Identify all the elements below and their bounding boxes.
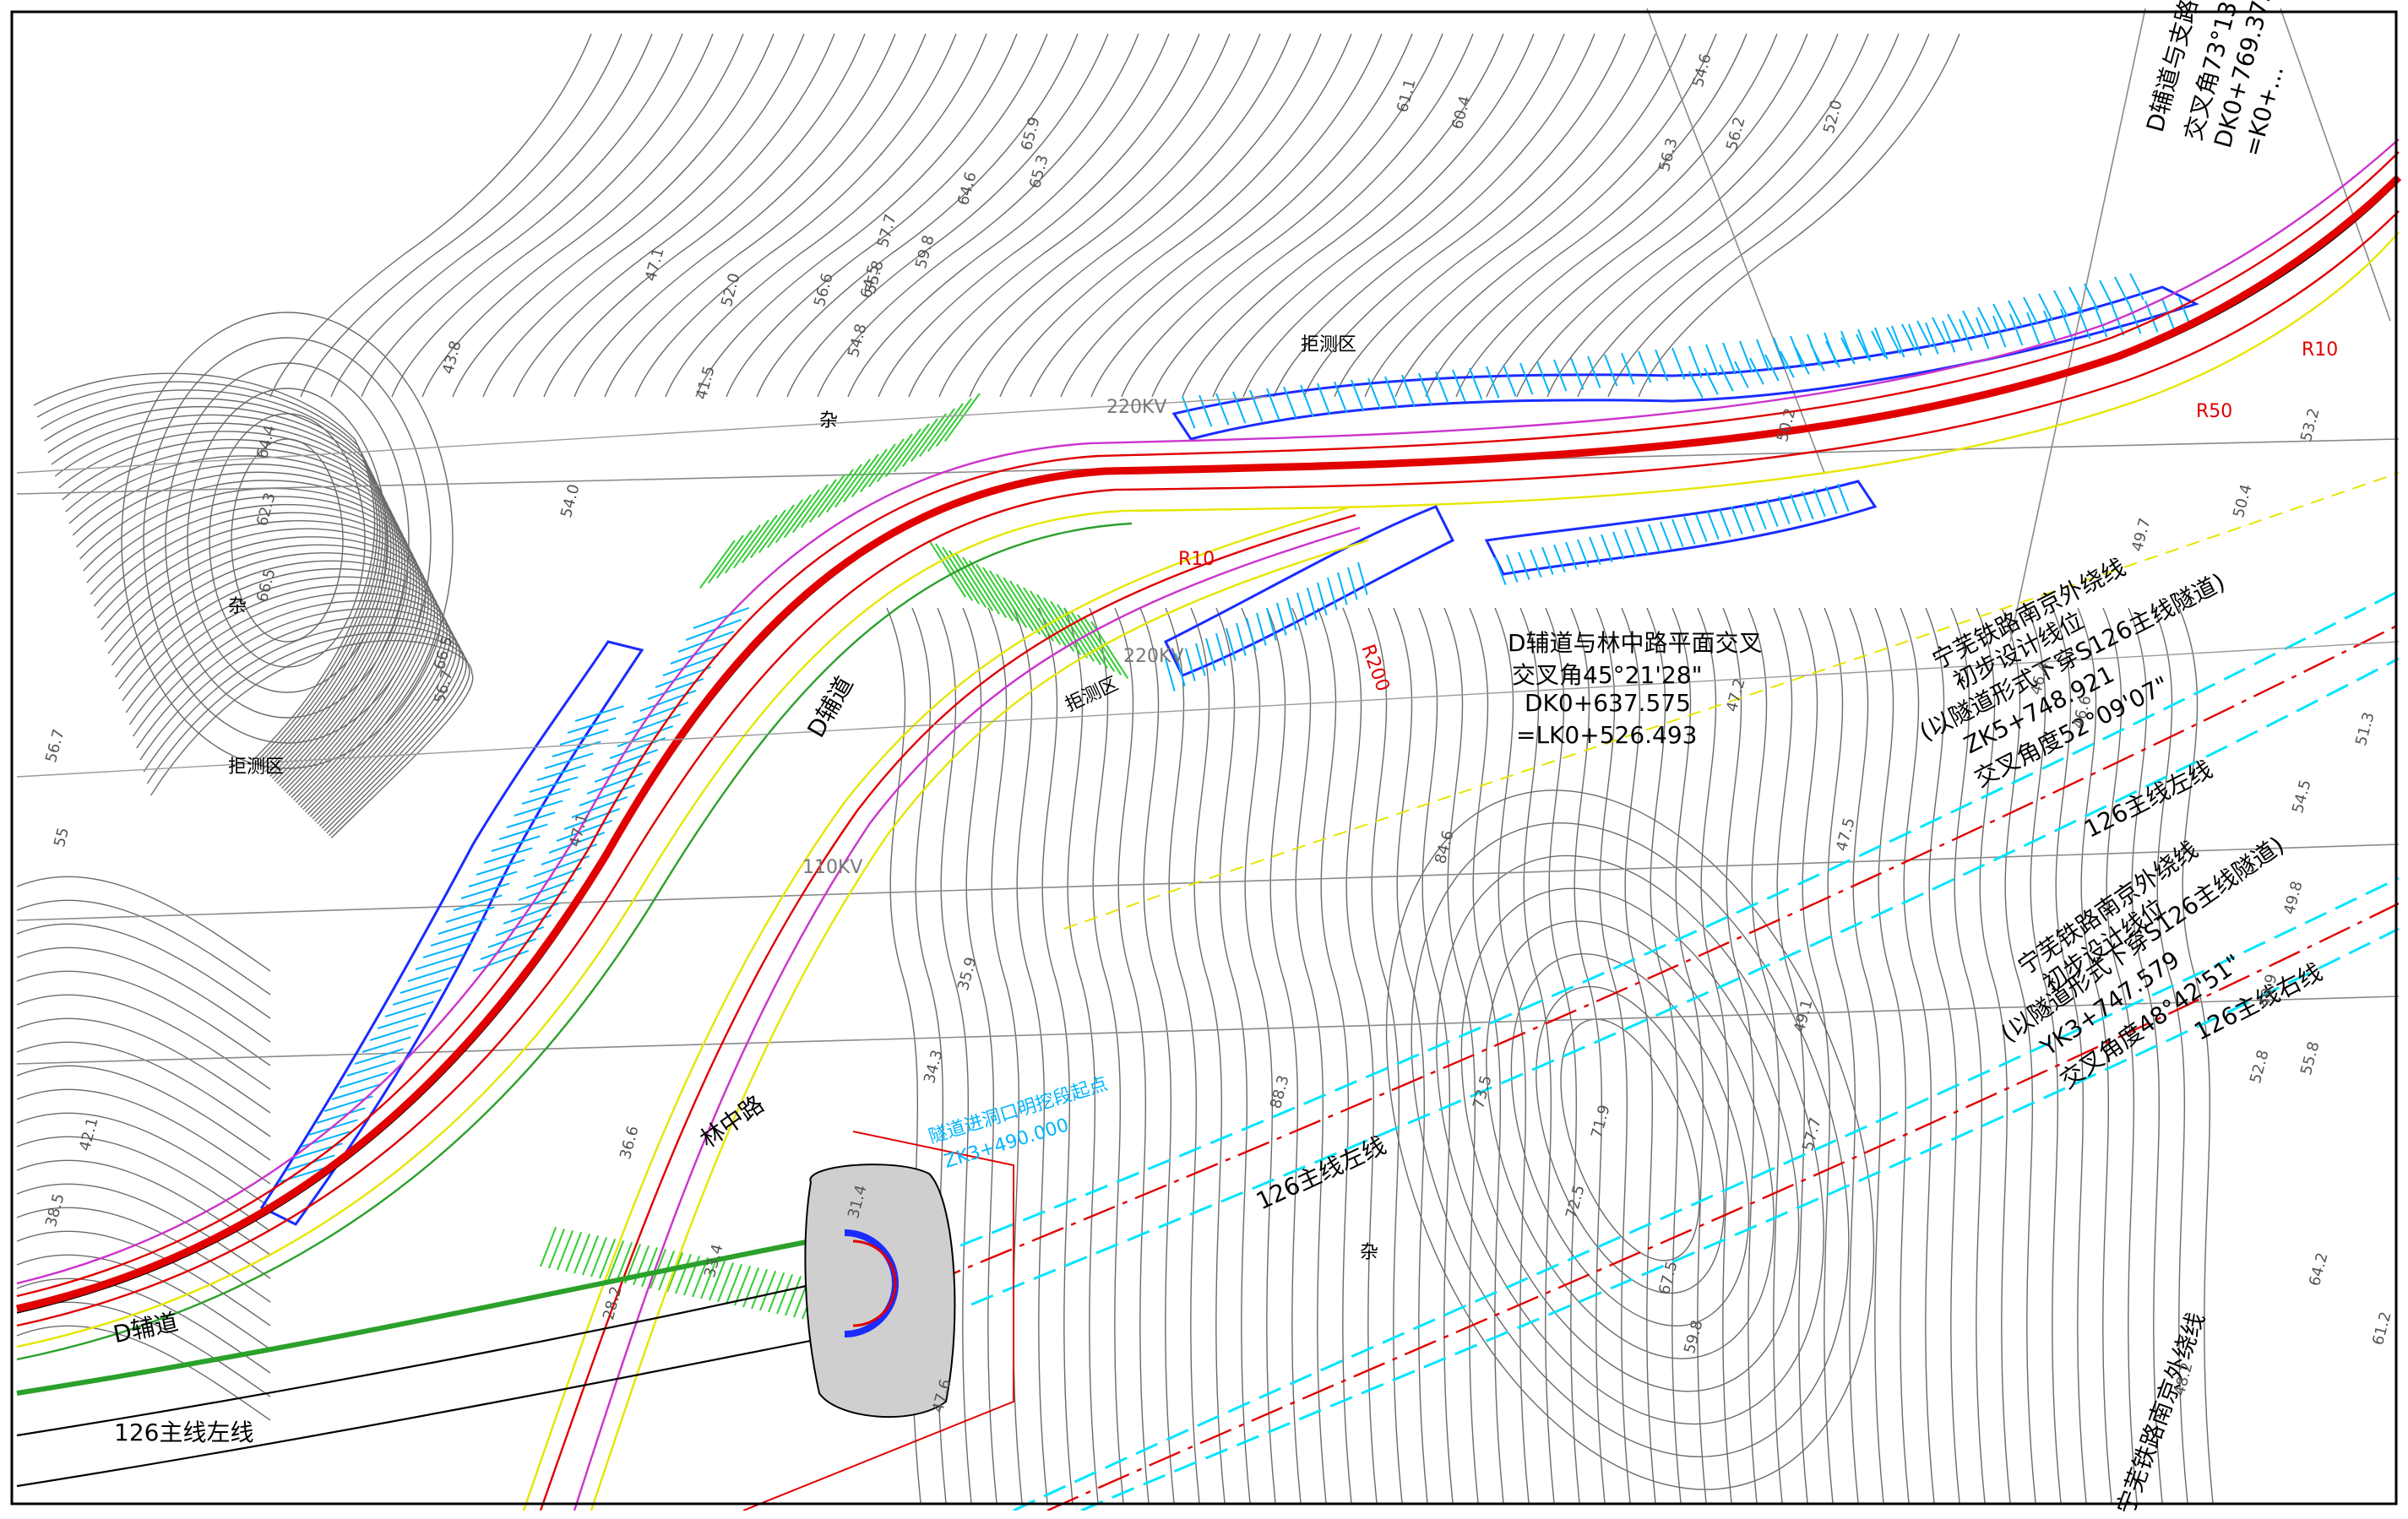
tunnel-portal — [742, 1131, 1014, 1511]
label-misc-2: 杂 — [819, 410, 839, 431]
label-tree-area-2: 拒测区 — [1301, 334, 1357, 355]
label-main-left-1: 126主线左线 — [114, 1419, 254, 1446]
label-r50: R50 — [2196, 401, 2233, 422]
d-road-intersection-angle: 交叉角45°21'28" — [1512, 661, 1703, 689]
label-r10-2: R10 — [2302, 339, 2339, 361]
label-misc-1: 杂 — [228, 596, 247, 617]
d-road-intersection-station: DK0+637.575 — [1525, 689, 1691, 717]
contour-lines — [16, 33, 2214, 1504]
road-edges — [16, 138, 2400, 1361]
d-road-intersection-title: D辅道与林中路平面交叉 — [1508, 629, 1763, 657]
power-lines — [16, 396, 2400, 778]
label-power-220-2: 220KV — [1123, 646, 1184, 667]
label-power-220-1: 220KV — [1106, 397, 1167, 418]
rail-alignments — [928, 472, 2400, 1511]
linzhong-road — [522, 505, 1369, 1511]
label-tree-area-1: 拒测区 — [228, 757, 285, 778]
map-frame — [10, 10, 2398, 1505]
d-road-centerline — [16, 174, 2402, 1313]
label-misc-3: 杂 — [1360, 1242, 1379, 1263]
label-r10-1: R10 — [1178, 549, 1215, 570]
label-power-110: 110KV — [802, 857, 863, 878]
d-road-intersection-station-eq: =LK0+526.493 — [1516, 721, 1698, 749]
